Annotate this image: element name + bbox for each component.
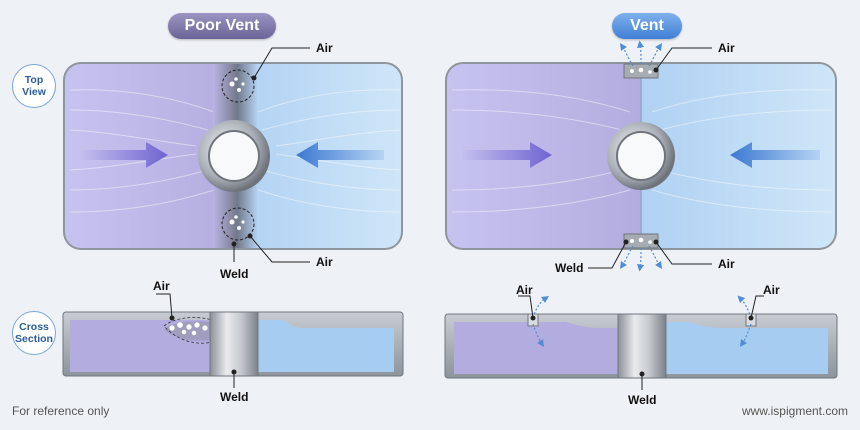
vent-weld-label-top: Weld [555,261,583,275]
vent-cross-section: Air Air Weld [444,283,838,407]
poor-air-label-bottom: Air [316,255,333,269]
poor-air-pocket-bottom [221,207,255,241]
poor-air-label-cross: Air [153,279,170,293]
vent-left-flow-arrow [462,142,552,168]
vent-right-flow-arrow [730,142,820,168]
poor-top-hole [208,130,260,182]
vent-air-label-top: Air [718,41,735,55]
poor-cross-right-fill [258,320,394,372]
footer-website[interactable]: www.ispigment.com [741,404,848,418]
poor-air-pocket-top [221,69,255,103]
cross-section-line1: Cross [19,321,49,333]
vent-cross-right-fill [664,322,828,374]
poor-air-label-top: Air [316,41,333,55]
poor-vent-cross-section: Air Weld [62,279,404,404]
poor-weld-label-top: Weld [220,267,248,281]
poor-left-flow-arrow [80,142,168,168]
poor-weld-label-cross: Weld [220,390,248,404]
poor-vent-top-view: Air Air Weld [63,41,403,281]
vent-cross-pin [617,313,667,379]
poor-right-flow-arrow [296,142,384,168]
vent-air-label-cross-left: Air [516,283,533,297]
vent-title: Vent [612,13,682,39]
top-view-line2: View [22,86,46,98]
poor-cross-pin [209,311,259,377]
vent-weld-label-cross: Weld [628,393,656,407]
vent-air-label-cross-right: Air [763,283,780,297]
vent-top-view: Air Air Weld [445,40,837,275]
top-view-line1: Top [24,74,44,86]
cross-section-line2: Section [15,333,53,345]
vent-cross-left-fill [454,322,620,374]
vent-top-hole [616,131,666,181]
poor-vent-title: Poor Vent [168,13,276,39]
vent-air-label-bottom: Air [718,257,735,271]
footer-disclaimer: For reference only [12,404,110,418]
